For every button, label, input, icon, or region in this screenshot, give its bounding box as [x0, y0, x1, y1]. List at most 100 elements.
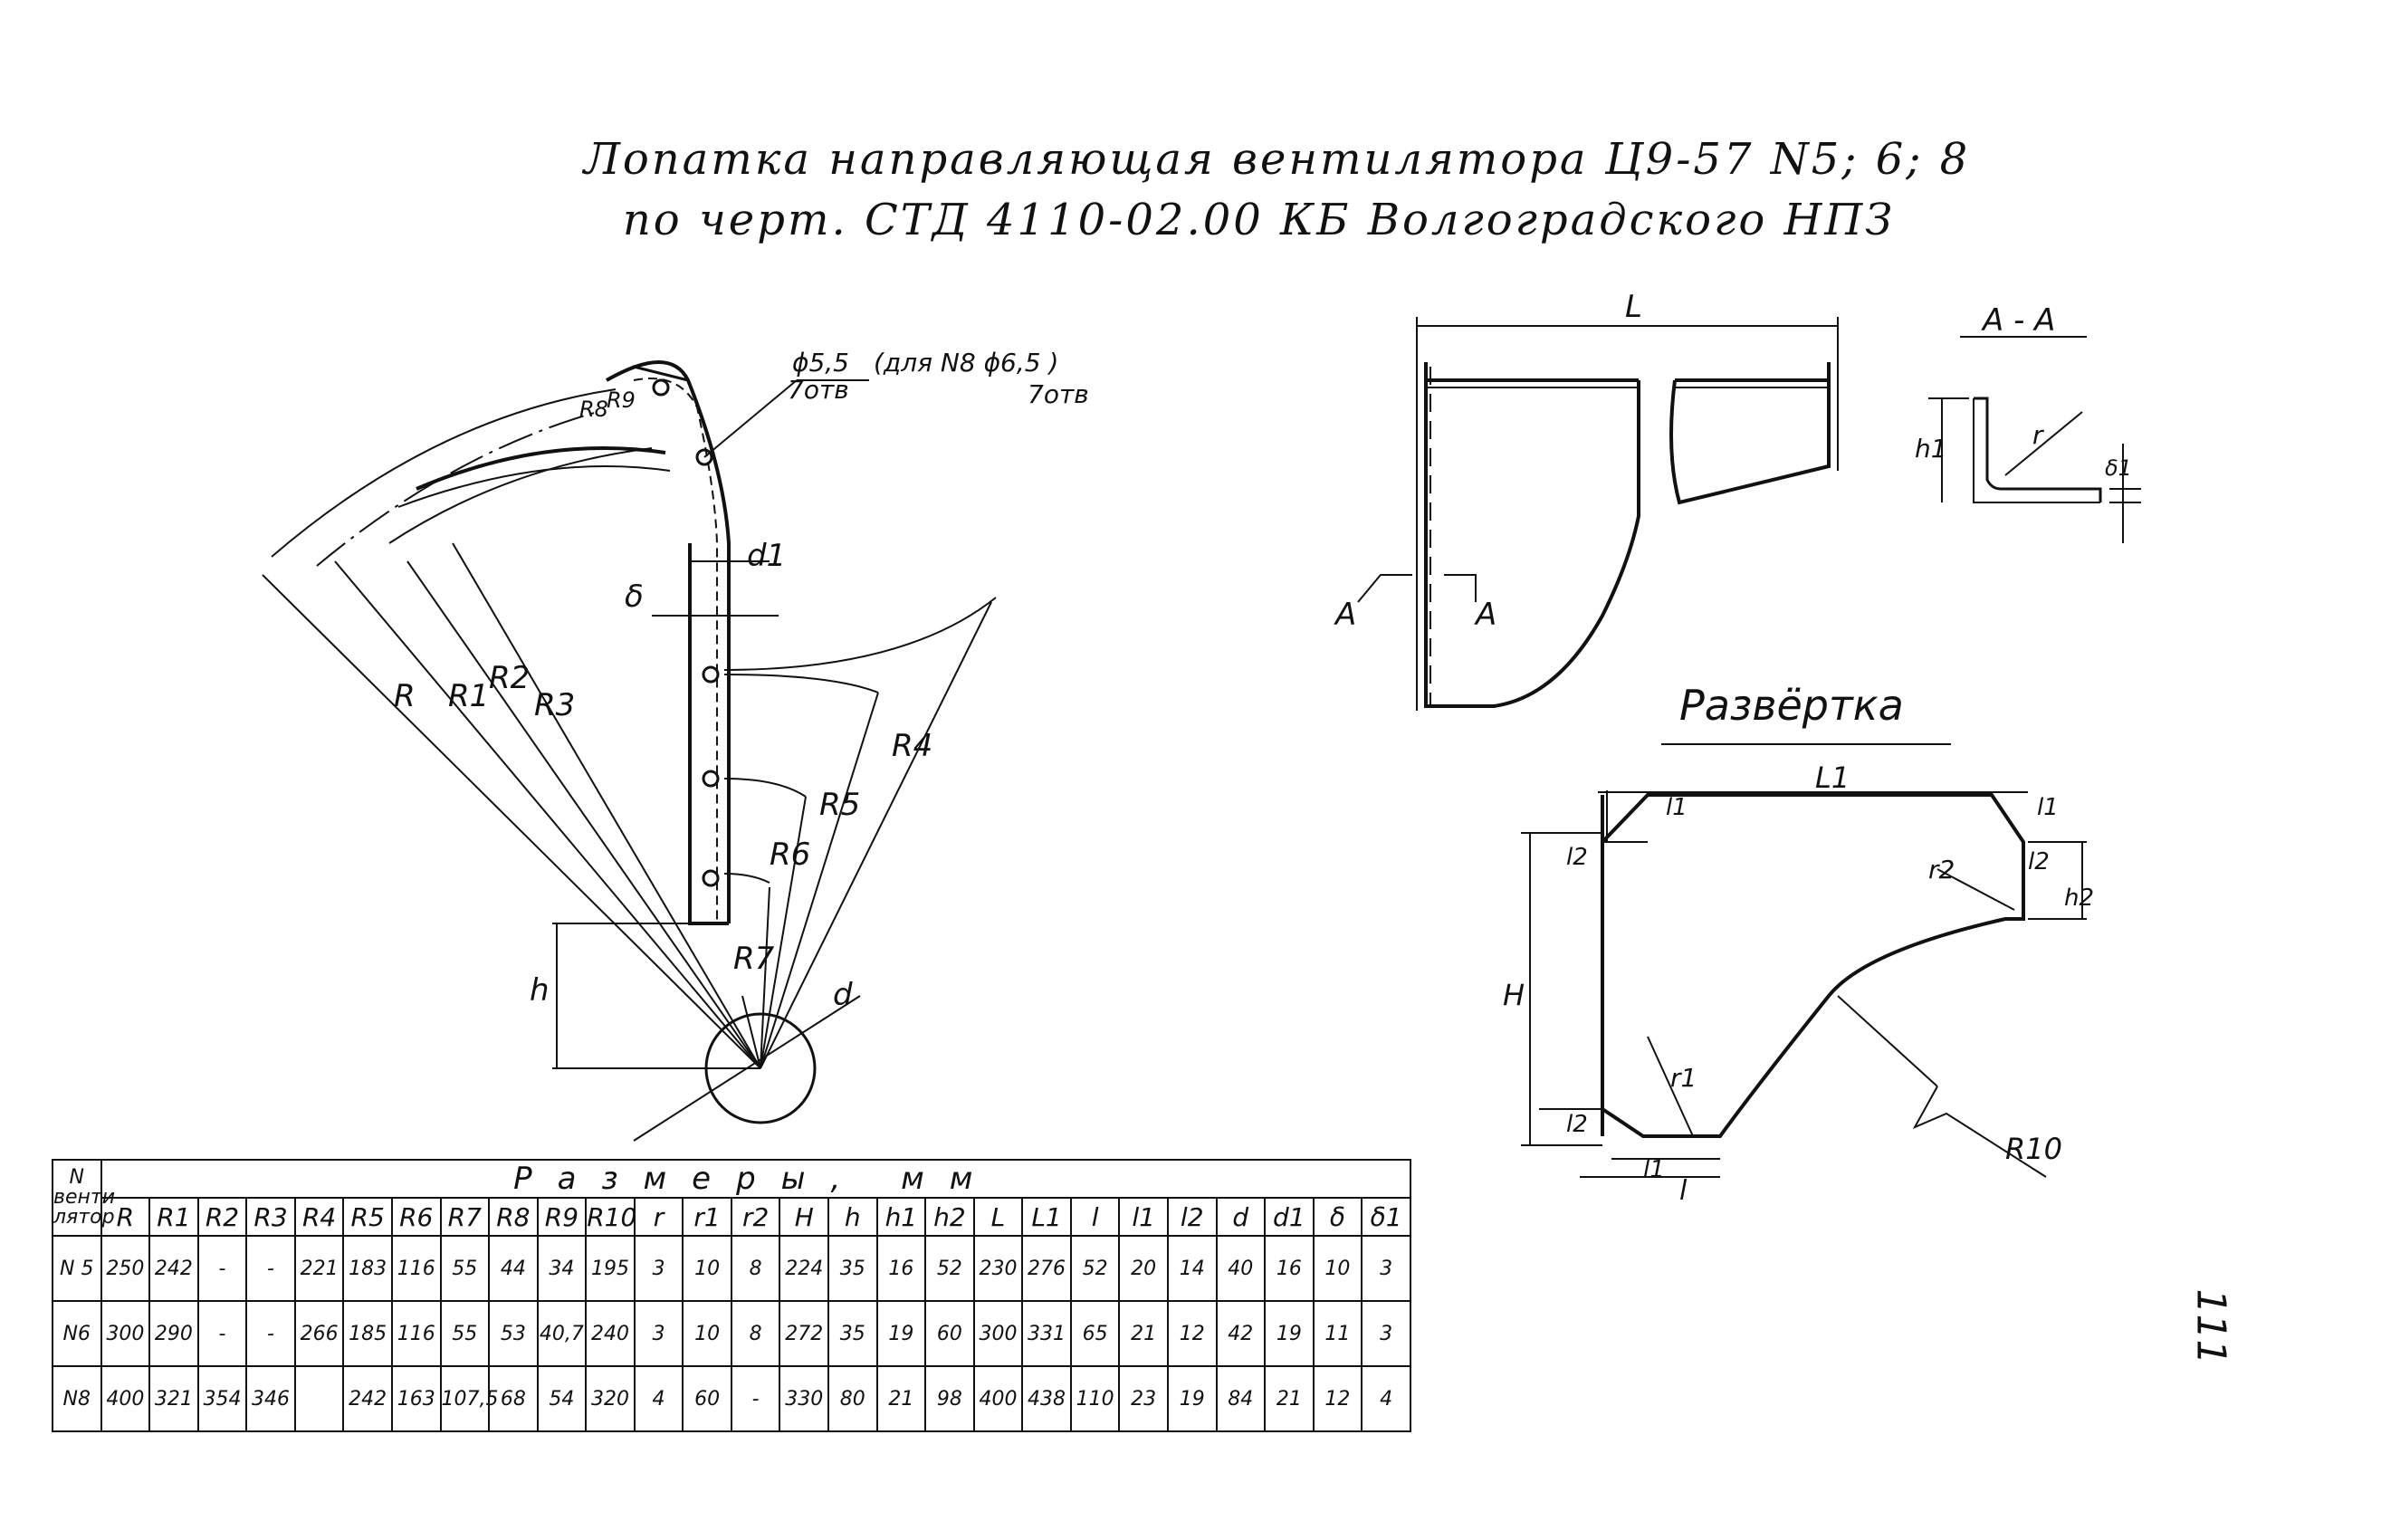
side-view-blade — [262, 360, 997, 1142]
table-cell: 242 — [342, 1365, 393, 1432]
label-H: H — [1503, 978, 1525, 1012]
table-cell: 35 — [827, 1235, 878, 1302]
table-cell: 116 — [390, 1300, 442, 1367]
table-cell: 230 — [972, 1235, 1024, 1302]
hole-note-count: 7отв — [788, 375, 849, 405]
label-l1-bottom: l1 — [1643, 1156, 1665, 1183]
table-cell: 4 — [1361, 1365, 1411, 1432]
blade-inner-arc — [416, 446, 666, 491]
table-cell: - — [196, 1235, 248, 1302]
hole-note-diameter: ϕ5,5 — [792, 348, 849, 378]
table-cell: 330 — [779, 1365, 829, 1432]
label-R7: R7 — [733, 941, 775, 977]
front-view — [1357, 317, 1839, 711]
column-header: r1 — [682, 1197, 732, 1237]
page-number: 111 — [2187, 1288, 2234, 1365]
technical-drawing: R R1 R2 R3 R4 R5 R6 R7 R8 R9 h d d1 δ ϕ5… — [262, 289, 2141, 1207]
label-l: l — [1679, 1175, 1688, 1207]
table-cell: 12 — [1312, 1365, 1363, 1432]
column-header: l2 — [1166, 1197, 1218, 1237]
table-cell: 55 — [439, 1235, 491, 1302]
table-cell: 4 — [633, 1365, 684, 1432]
label-h: h — [530, 972, 550, 1009]
table-cell: 242 — [148, 1235, 199, 1302]
hole-note-alt: (для N8 ϕ6,5 ) — [874, 348, 1058, 378]
label-l2-bottom: l2 — [1566, 1111, 1588, 1138]
column-header: r2 — [730, 1197, 781, 1237]
table-cell: 8 — [730, 1235, 781, 1302]
table-cell: 10 — [1312, 1235, 1363, 1302]
radius-R-arc — [271, 388, 617, 558]
table-cell: 35 — [827, 1300, 878, 1367]
label-r1: r1 — [1670, 1063, 1697, 1093]
drawing-title-line-1: Лопатка направляющая вентилятора Ц9-57 N… — [583, 134, 1971, 185]
front-view-labels: L A A — [1334, 289, 1642, 633]
table-cell: 21 — [1118, 1300, 1169, 1367]
label-d1: d1 — [747, 538, 786, 574]
table-cell: 250 — [100, 1235, 151, 1302]
column-header: R8 — [488, 1197, 539, 1237]
label-delta: δ — [625, 579, 644, 615]
blade-outer-edge — [606, 360, 731, 923]
table-cell: 21 — [1264, 1365, 1315, 1432]
table-cell: 52 — [1069, 1235, 1121, 1302]
table-cell: 3 — [1361, 1235, 1411, 1302]
table-cell: 60 — [924, 1300, 975, 1367]
column-header: d — [1215, 1197, 1267, 1237]
column-header: R7 — [439, 1197, 491, 1237]
table-cell: 14 — [1166, 1235, 1218, 1302]
label-R5: R5 — [819, 787, 860, 823]
table-cell: 266 — [293, 1300, 345, 1367]
table-cell: 55 — [439, 1300, 491, 1367]
drawing-title-line-2: по черт. СТД 4110-02.00 КБ Волгоградског… — [622, 195, 1896, 245]
table-cell: 400 — [972, 1365, 1024, 1432]
table-cell: 65 — [1069, 1300, 1121, 1367]
table-cell: 10 — [682, 1300, 732, 1367]
table-cell: 23 — [1118, 1365, 1169, 1432]
mounting-hole — [702, 869, 720, 887]
column-header: H — [779, 1197, 829, 1237]
column-header: δ1 — [1361, 1197, 1411, 1237]
fan-number-cell: N 5 — [52, 1235, 102, 1302]
table-cell: 52 — [924, 1235, 975, 1302]
table-cell: - — [245, 1300, 296, 1367]
table-cell: 185 — [342, 1300, 393, 1367]
column-header: R3 — [245, 1197, 296, 1237]
section-a-a — [1928, 336, 2141, 543]
column-header: R5 — [342, 1197, 393, 1237]
fan-number-cell: N6 — [52, 1300, 102, 1367]
label-l1-top-right: l1 — [2037, 794, 2059, 821]
table-cell: 19 — [875, 1300, 927, 1367]
development-title: Развёртка — [1679, 681, 1904, 730]
table-cell: 19 — [1264, 1300, 1315, 1367]
label-d: d — [833, 977, 853, 1013]
label-L1: L1 — [1815, 760, 1850, 795]
section-title: A - A — [1981, 302, 2055, 339]
table-cell: 60 — [682, 1365, 732, 1432]
side-view-labels: R R1 R2 R3 R4 R5 R6 R7 R8 R9 h d d1 δ ϕ5… — [394, 348, 1089, 1013]
table-cell: 320 — [585, 1365, 636, 1432]
label-R6: R6 — [770, 837, 810, 873]
label-h2: h2 — [2064, 885, 2094, 912]
table-cell: 19 — [1166, 1365, 1218, 1432]
column-header: R4 — [293, 1197, 345, 1237]
section-labels: A - A h1 r δ1 — [1915, 302, 2132, 481]
development-labels: Развёртка L1 l1 l1 l2 l2 h2 H r1 r2 R10 … — [1503, 681, 2094, 1207]
column-header: R — [100, 1197, 151, 1237]
table-cell: 163 — [390, 1365, 442, 1432]
table-cell: 224 — [779, 1235, 829, 1302]
label-R4: R4 — [892, 728, 932, 764]
column-header: R9 — [536, 1197, 588, 1237]
table-cell: 80 — [827, 1365, 878, 1432]
table-cell: 40,7 — [536, 1300, 588, 1367]
table-group-header: Размеры, мм — [100, 1159, 1412, 1199]
label-R9: R9 — [607, 387, 636, 413]
table-cell: 98 — [924, 1365, 975, 1432]
table-cell: 20 — [1118, 1235, 1169, 1302]
label-L: L — [1625, 289, 1642, 325]
column-header: R6 — [390, 1197, 442, 1237]
